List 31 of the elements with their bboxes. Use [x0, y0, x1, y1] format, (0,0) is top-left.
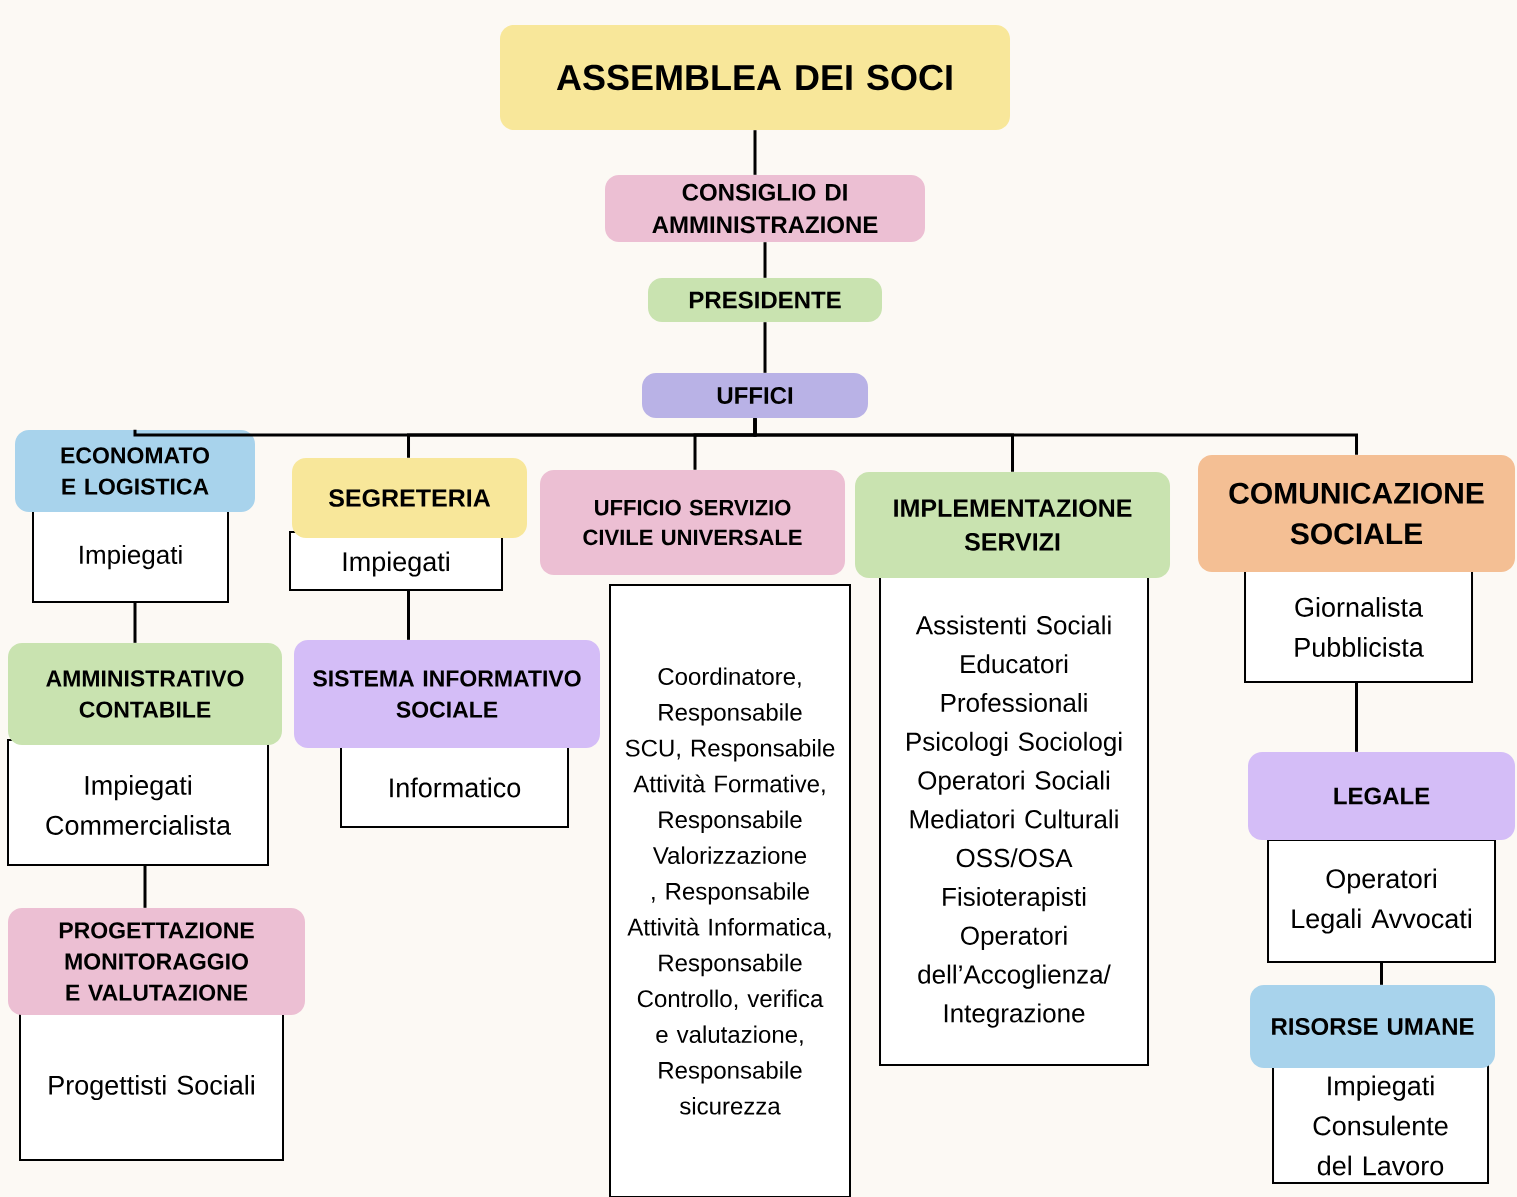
heading-band: ECONOMATO E LOGISTICA [15, 430, 255, 512]
connector-line [1380, 962, 1383, 985]
heading-band: PROGETTAZIONE MONITORAGGIO E VALUTAZIONE [8, 908, 305, 1015]
text-box: Impiegati [289, 531, 503, 591]
heading-band: UFFICI [642, 373, 868, 418]
connector-line [143, 865, 147, 908]
connector-line [133, 602, 137, 643]
heading-band: RISORSE UMANE [1250, 985, 1495, 1068]
text-box: Impiegati [32, 504, 229, 603]
heading-band: CONSIGLIO DI AMMINISTRAZIONE [605, 175, 925, 242]
connector-line [407, 590, 410, 640]
heading-band: AMMINISTRATIVO CONTABILE [8, 643, 282, 745]
connector-line [1355, 682, 1358, 752]
heading-band: SISTEMA INFORMATIVO SOCIALE [294, 640, 600, 748]
connector-line [763, 322, 767, 373]
text-box: Impiegati Commercialista [7, 739, 269, 866]
heading-band: COMUNICAZIONE SOCIALE [1198, 455, 1515, 572]
heading-band: UFFICIO SERVIZIO CIVILE UNIVERSALE [540, 470, 845, 575]
text-box: Operatori Legali Avvocati [1267, 839, 1496, 963]
text-box: Informatico [340, 744, 569, 828]
heading-band: LEGALE [1248, 752, 1515, 840]
text-box: Assistenti Sociali Educatori Professionali Psicologi Sociologi Operatori Sociali Mediatori Culturali OSS/OSA Fisioterapisti Operatori dell’Accoglienza/ Integrazione [879, 569, 1149, 1066]
heading-band: SEGRETERIA [292, 458, 527, 538]
connector-line [753, 130, 757, 175]
heading-band: ASSEMBLEA DEI SOCI [500, 25, 1010, 130]
heading-band: IMPLEMENTAZIONE SERVIZI [855, 472, 1170, 578]
text-box: Progettisti Sociali [19, 1009, 284, 1161]
connector-line [763, 242, 767, 278]
connector-line [753, 418, 1358, 455]
heading-band: PRESIDENTE [648, 278, 882, 322]
text-box: Coordinatore, Responsabile SCU, Responsabile Attività Formative, Responsabile Valorizzazione , Responsabile Attività Informatica, Responsabile Controllo, verifica e valutazione, Responsabile sicurezza [609, 584, 851, 1197]
